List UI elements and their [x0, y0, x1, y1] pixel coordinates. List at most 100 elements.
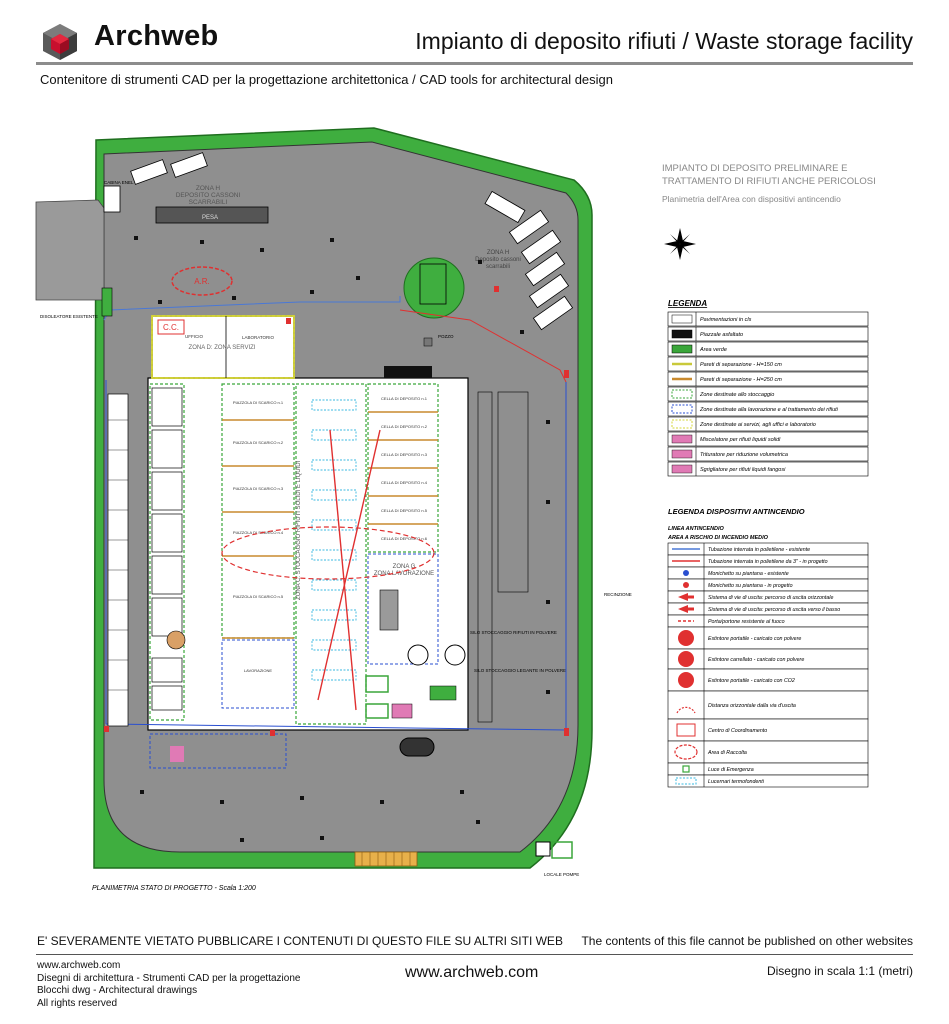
locale-pompe-label: LOCALE POMPE [544, 872, 579, 877]
legend-label: Sgrigliatore per rifiuti liquidi fangosi [700, 467, 786, 473]
project-title-2: TRATTAMENTO DI RIFIUTI ANCHE PERICOLOSI [662, 176, 876, 187]
legend-label: Zone destinate ai servizi, agli uffici e… [699, 422, 816, 428]
laboratorio-label: LABORATORIO [242, 335, 275, 340]
fire-legend-label: Centro di Coordinamento [708, 728, 767, 734]
bay-left-label: PIAZZOLA DI SCARICO n.2 [233, 440, 284, 445]
fire-pipe-new [399, 309, 567, 383]
archweb-logo-icon [43, 24, 77, 60]
footer-website-link[interactable]: www.archweb.com [405, 964, 539, 981]
extinguisher-icon [678, 672, 694, 688]
zona-c-label: ZONA C: STOCCAGGIO RIFIUTI SOLIDI E LIQU… [296, 460, 302, 600]
cc-label: C.C. [163, 323, 179, 332]
legend-row [667, 446, 869, 462]
access-road [35, 199, 105, 301]
silo-1 [407, 644, 429, 666]
bay-left-label: PIAZZOLA DI SCARICO n.5 [233, 594, 284, 599]
fire-legend-label: Area di Raccolta [707, 750, 747, 756]
fire-legend-row [667, 740, 869, 764]
legend-row [667, 371, 869, 387]
legend-row [667, 431, 869, 447]
fire-swatch [674, 744, 698, 760]
legend-swatch [671, 449, 693, 459]
fire-legend-label: Sistema di vie di uscita: percorso di us… [708, 607, 840, 613]
zona-h-circle [403, 257, 465, 319]
extinguisher-icon [678, 651, 694, 667]
ar-label: A.R. [194, 277, 210, 286]
legend-row [667, 416, 869, 432]
silo-1-label: SILO STOCCAGGIO RIFIUTI IN POLVERE [470, 630, 557, 635]
bay-right-label: CELLA DI DEPOSITO n.3 [381, 452, 428, 457]
footer-divider [36, 954, 913, 955]
legend-row [667, 341, 869, 357]
fire-legend-label: Porta/portone resistente al fuoco [708, 619, 785, 625]
legend-row [667, 401, 869, 417]
legend-title: LEGENDA [668, 299, 707, 308]
silo-2 [444, 644, 466, 666]
fire-legend-label: Luce di Emergenza [708, 767, 754, 773]
cabina-label: CABINA ENEL [104, 180, 134, 185]
legend-swatch [671, 434, 693, 444]
bay-left-label: PIAZZOLA DI SCARICO n.3 [233, 486, 284, 491]
fire-swatch [676, 723, 696, 737]
skylights [311, 399, 357, 681]
page-header: Archweb Impianto di deposito rifiuti / W… [0, 0, 949, 87]
recinzione-label: RECINZIONE [604, 592, 632, 597]
ufficio-label: UFFICIO [185, 334, 203, 339]
legend-row [667, 461, 869, 477]
fire-legend-sub1: LINEA ANTINCENDIO [668, 526, 725, 532]
fire-legend-row [667, 718, 869, 742]
container-boxes-right [484, 190, 574, 331]
fire-legend-label: Lucernari termofondenti [708, 779, 765, 785]
bay-right-label: CELLA DI DEPOSITO n.1 [381, 396, 428, 401]
warning-italian: E' SEVERAMENTE VIETATO PUBBLICARE I CONT… [37, 934, 563, 948]
fire-legend-label: Distanza orizzontale dalla via d'uscita [708, 703, 796, 709]
north-arrow-icon [664, 228, 696, 260]
footer-line-4: All rights reserved [37, 997, 118, 1009]
legend-row [667, 356, 869, 372]
emergency-light-icon [682, 765, 690, 773]
legend-swatch [671, 464, 693, 474]
legend-label: Pareti di separazione - H=150 cm [700, 362, 782, 368]
fire-legend-row [667, 690, 869, 720]
bay-left-label: LAVORAZIONE [244, 668, 272, 673]
footer-site[interactable]: www.archweb.com [37, 960, 121, 971]
page-subtitle: Contenitore di strumenti CAD per la prog… [40, 72, 614, 87]
legend-label: Area verde [699, 347, 727, 353]
fire-swatch [683, 570, 689, 576]
legend-label: Trituratore per riduzione volumetrica [700, 452, 788, 458]
legend-row [667, 326, 869, 342]
zona-g-label: ZONA G [393, 564, 416, 570]
zona-h-label-2b: Deposito cassoni [475, 257, 521, 263]
warning-english: The contents of this file cannot be publ… [581, 934, 913, 948]
zona-d-label: ZONA D: ZONA SERVIZI [189, 345, 256, 351]
fire-legend-table: Tubazione interrata in polietilene - esi… [667, 542, 869, 788]
zona-h-label-1c: SCARRABILI [189, 199, 228, 206]
footer-info: www.archweb.com Disegni di architettura … [37, 960, 300, 1010]
footer-line-2: Disegni di architettura - Strumenti CAD … [37, 972, 301, 984]
tank-column [151, 387, 183, 711]
fire-swatch [678, 605, 694, 613]
extinguisher-icon [678, 630, 694, 646]
scale-caption: PLANIMETRIA STATO DI PROGETTO - Scala 1:… [92, 885, 256, 892]
risk-area-ellipse [221, 526, 435, 580]
legend-row [667, 386, 869, 402]
legend-label: Pavimentazioni in cls [700, 317, 752, 323]
fire-legend-label: Monichetto su piantana - in progetto [708, 583, 793, 589]
zona-g-label-b: ZONA LAVORAZIONE [374, 571, 434, 577]
fire-swatch [678, 593, 694, 601]
black-markers [134, 236, 550, 842]
disoleatore-label: DISOLEATORE ESISTENTE [40, 314, 98, 319]
bay-right-label: CELLA DI DEPOSITO n.2 [381, 424, 428, 429]
legend-swatch [671, 314, 693, 324]
zona-h-label-2c: scarrabili [486, 264, 510, 270]
page-title: Impianto di deposito rifiuti / Waste sto… [415, 28, 913, 54]
header-divider [36, 62, 913, 65]
zona-h-label-1b: DEPOSITO CASSONI [176, 192, 241, 199]
legend-label: Miscelatore per rifiuti liquidi solidi [700, 437, 781, 443]
footer-line-3: Blocchi dwg - Architectural drawings [37, 985, 198, 996]
legend-label: Zone destinate allo stoccaggio [699, 392, 774, 398]
